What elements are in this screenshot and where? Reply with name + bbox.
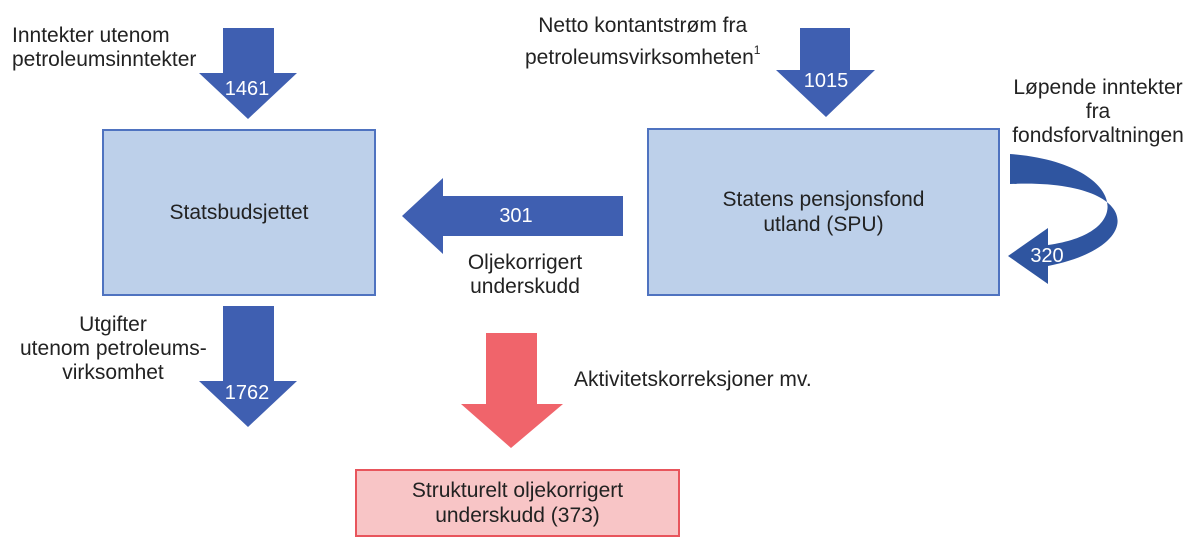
oljekorrigert-label: Oljekorrigert underskudd bbox=[462, 251, 588, 299]
statsbudsjettet-box: Statsbudsjettet bbox=[102, 129, 376, 296]
inntekter-value: 1461 bbox=[225, 78, 270, 100]
aktivitet-arrow bbox=[461, 333, 563, 448]
lopende-value: 320 bbox=[1030, 245, 1063, 267]
statsbudsjettet-label: Statsbudsjettet bbox=[169, 201, 309, 224]
netto-footnote: 1 bbox=[753, 43, 761, 57]
netto-label-line2-text: petroleumsvirksomheten bbox=[525, 46, 754, 69]
strukturelt-box: Strukturelt oljekorrigert underskudd (37… bbox=[355, 469, 680, 537]
lopende-label-line1: Løpende inntekter bbox=[1013, 76, 1183, 99]
inntekter-label-line1: Inntekter utenom bbox=[12, 24, 170, 47]
netto-value: 1015 bbox=[804, 70, 849, 92]
spu-label-line1: Statens pensjonsfond bbox=[722, 188, 925, 211]
utgifter-label-line2: utenom petroleums- bbox=[20, 337, 207, 360]
lopende-label: Løpende inntekter fra fondsforvaltningen bbox=[1004, 76, 1192, 148]
inntekter-label: Inntekter utenom petroleumsinntekter bbox=[12, 24, 196, 72]
oljekorrigert-label-line2: underskudd bbox=[470, 275, 580, 298]
oljekorrigert-label-line1: Oljekorrigert bbox=[467, 251, 583, 274]
oljekorrigert-value: 301 bbox=[499, 205, 532, 227]
netto-arrow bbox=[776, 28, 875, 117]
inntekter-label-line2: petroleumsinntekter bbox=[12, 48, 197, 71]
utgifter-label: Utgifter utenom petroleums- virksomhet bbox=[20, 313, 207, 385]
aktivitet-label: Aktivitetskorreksjoner mv. bbox=[574, 368, 812, 392]
lopende-curved-arrow bbox=[1008, 154, 1118, 284]
spu-label-line2: utland (SPU) bbox=[763, 213, 884, 236]
oljekorrigert-arrow bbox=[402, 178, 623, 254]
strukturelt-label-line2: underskudd (373) bbox=[435, 504, 600, 527]
lopende-label-line3: fondsforvaltningen bbox=[1012, 124, 1184, 147]
utgifter-arrow bbox=[199, 306, 297, 427]
strukturelt-label-line1: Strukturelt oljekorrigert bbox=[411, 479, 624, 502]
netto-label-line1: Netto kontantstrøm fra bbox=[538, 14, 748, 37]
inntekter-arrow bbox=[199, 28, 297, 119]
netto-label-line2: petroleumsvirksomheten1 bbox=[525, 38, 760, 70]
utgifter-label-line3: virksomhet bbox=[62, 361, 164, 384]
lopende-label-line2: fra bbox=[1085, 100, 1111, 123]
spu-box: Statens pensjonsfond utland (SPU) bbox=[647, 128, 1000, 296]
utgifter-label-line1: Utgifter bbox=[79, 313, 147, 336]
aktivitet-label-text: Aktivitetskorreksjoner mv. bbox=[574, 368, 812, 391]
utgifter-value: 1762 bbox=[225, 382, 270, 404]
netto-label: Netto kontantstrøm fra petroleumsvirksom… bbox=[525, 14, 760, 70]
